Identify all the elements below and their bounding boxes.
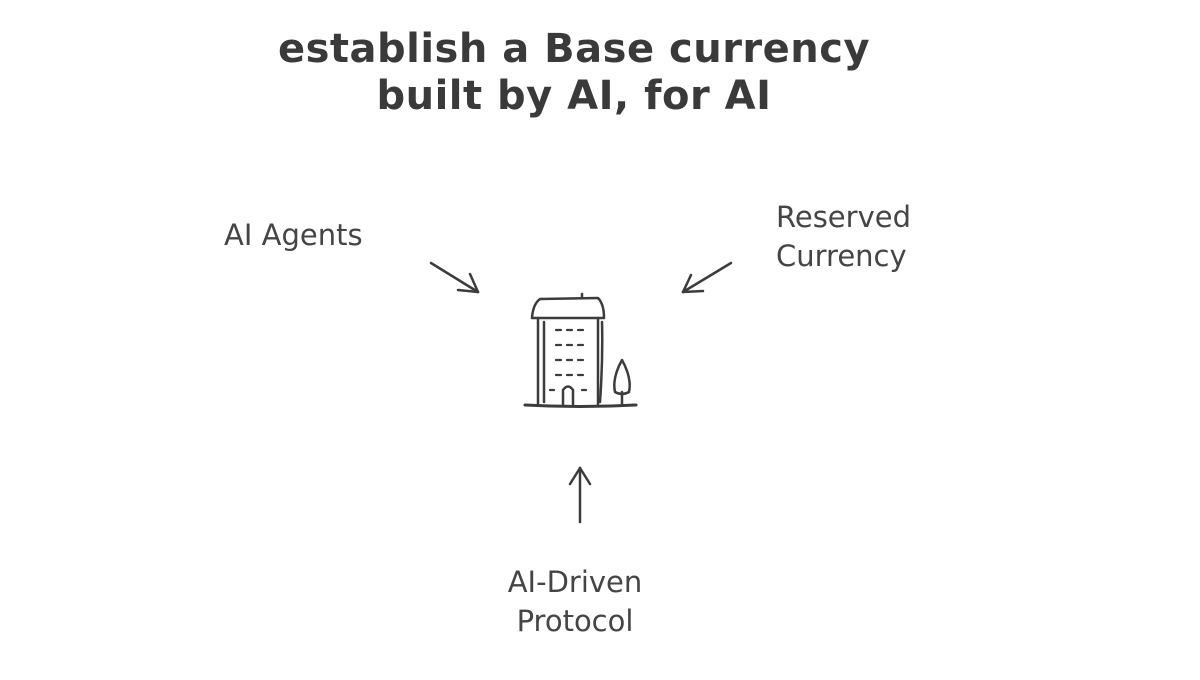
reserved-currency-label-line1: Reserved [776, 200, 911, 234]
diagram-title-line2: built by AI, for AI [376, 73, 772, 119]
reserved-currency-label-line2: Currency [776, 239, 907, 273]
ai-driven-protocol-label-line1: AI-Driven [507, 565, 643, 599]
arrow-from-reserved-currency [681, 261, 733, 294]
building-icon [523, 292, 638, 408]
arrow-from-ai-agents [429, 261, 480, 294]
ai-driven-protocol-label-line2: Protocol [516, 604, 634, 638]
diagram-title: establish a Base currency built by AI, f… [0, 26, 1148, 120]
ai-driven-protocol-label: AI-Driven Protocol [500, 563, 650, 641]
reserved-currency-label: Reserved Currency [776, 198, 911, 276]
ai-agents-label: AI Agents [224, 218, 363, 252]
diagram-title-line1: establish a Base currency [277, 26, 871, 72]
arrow-from-ai-driven-protocol [568, 466, 592, 524]
